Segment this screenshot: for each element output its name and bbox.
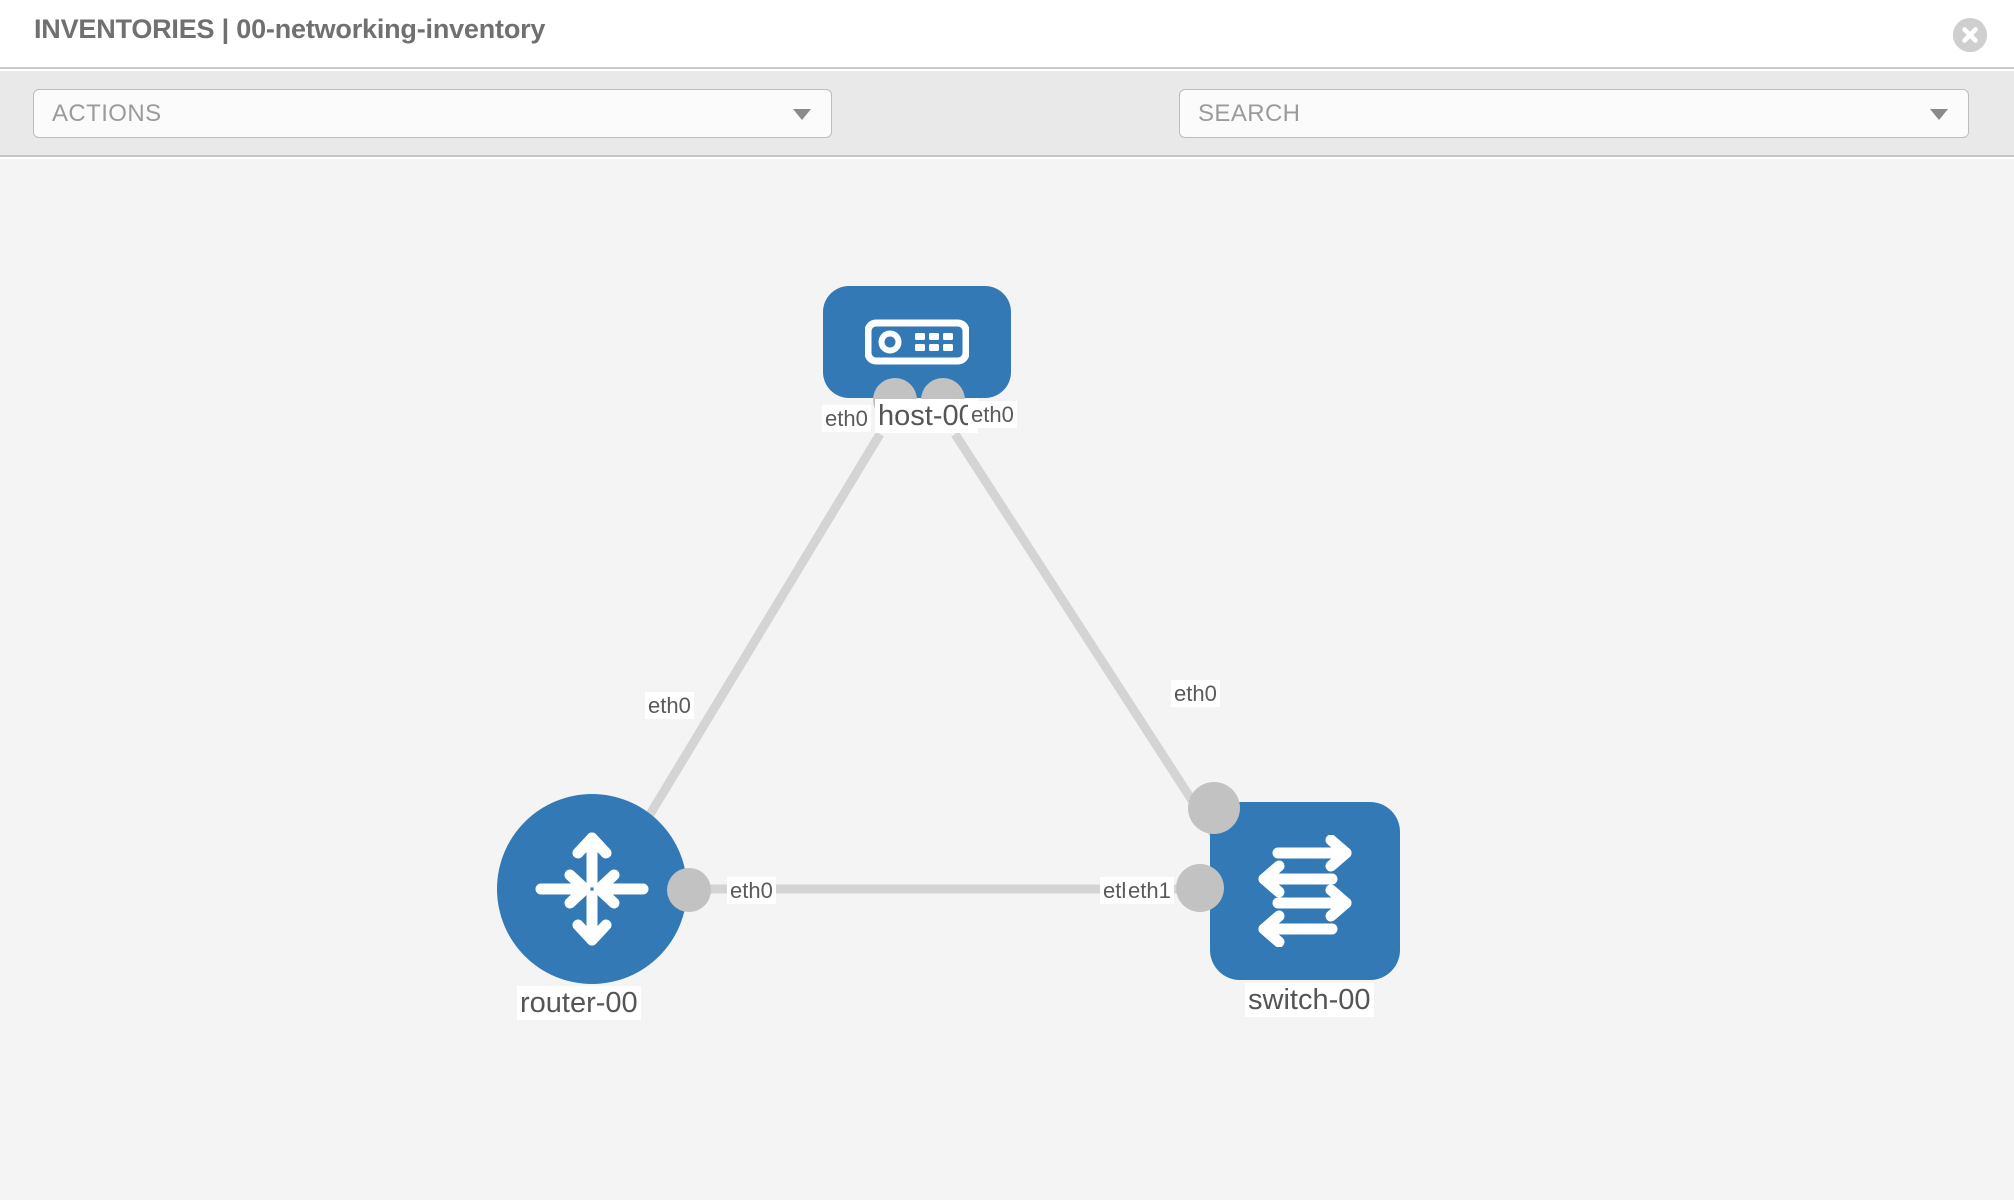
switch-arrows-icon — [1258, 835, 1352, 947]
edge-label-router-up: eth0 — [645, 692, 694, 719]
search-input[interactable]: SEARCH — [1179, 89, 1969, 138]
edge-label-host-right: eth0 — [968, 401, 1017, 428]
server-icon — [865, 319, 969, 365]
edge-label-host-left: eth0 — [822, 405, 871, 432]
actions-dropdown-label: ACTIONS — [52, 100, 162, 127]
topology-canvas[interactable]: host-00 — [0, 159, 2014, 1200]
actions-dropdown[interactable]: ACTIONS — [33, 89, 832, 138]
topology-node-label: host-00 — [875, 399, 978, 433]
search-placeholder: SEARCH — [1198, 100, 1301, 127]
port-blob — [1188, 782, 1240, 834]
edge-label-router-right: eth0 — [727, 877, 776, 904]
toolbar: ACTIONS SEARCH — [0, 71, 2014, 200]
port-blob — [1176, 864, 1224, 912]
router-node-shape[interactable] — [497, 794, 687, 984]
topology-node-router[interactable]: router-00 — [497, 794, 711, 1020]
page-title: INVENTORIES | 00-networking-inventory — [34, 14, 546, 44]
port-blob — [667, 868, 711, 912]
topology-node-label: router-00 — [517, 986, 641, 1020]
chevron-down-icon — [793, 109, 811, 120]
router-arrows-icon — [535, 832, 649, 946]
edge-label-switch-left-b: eth1 — [1125, 877, 1174, 904]
switch-node-shape[interactable] — [1210, 802, 1400, 980]
chevron-down-icon — [1930, 109, 1948, 120]
topology-node-host[interactable]: host-00 — [823, 286, 1011, 433]
page-header: INVENTORIES | 00-networking-inventory — [0, 0, 2014, 69]
host-node-shape[interactable] — [823, 286, 1011, 398]
topology-node-switch[interactable]: switch-00 — [1176, 782, 1400, 1017]
edge-label-switch-up: eth0 — [1171, 680, 1220, 707]
topology-node-label: switch-00 — [1245, 983, 1374, 1017]
close-icon[interactable] — [1953, 18, 1987, 52]
